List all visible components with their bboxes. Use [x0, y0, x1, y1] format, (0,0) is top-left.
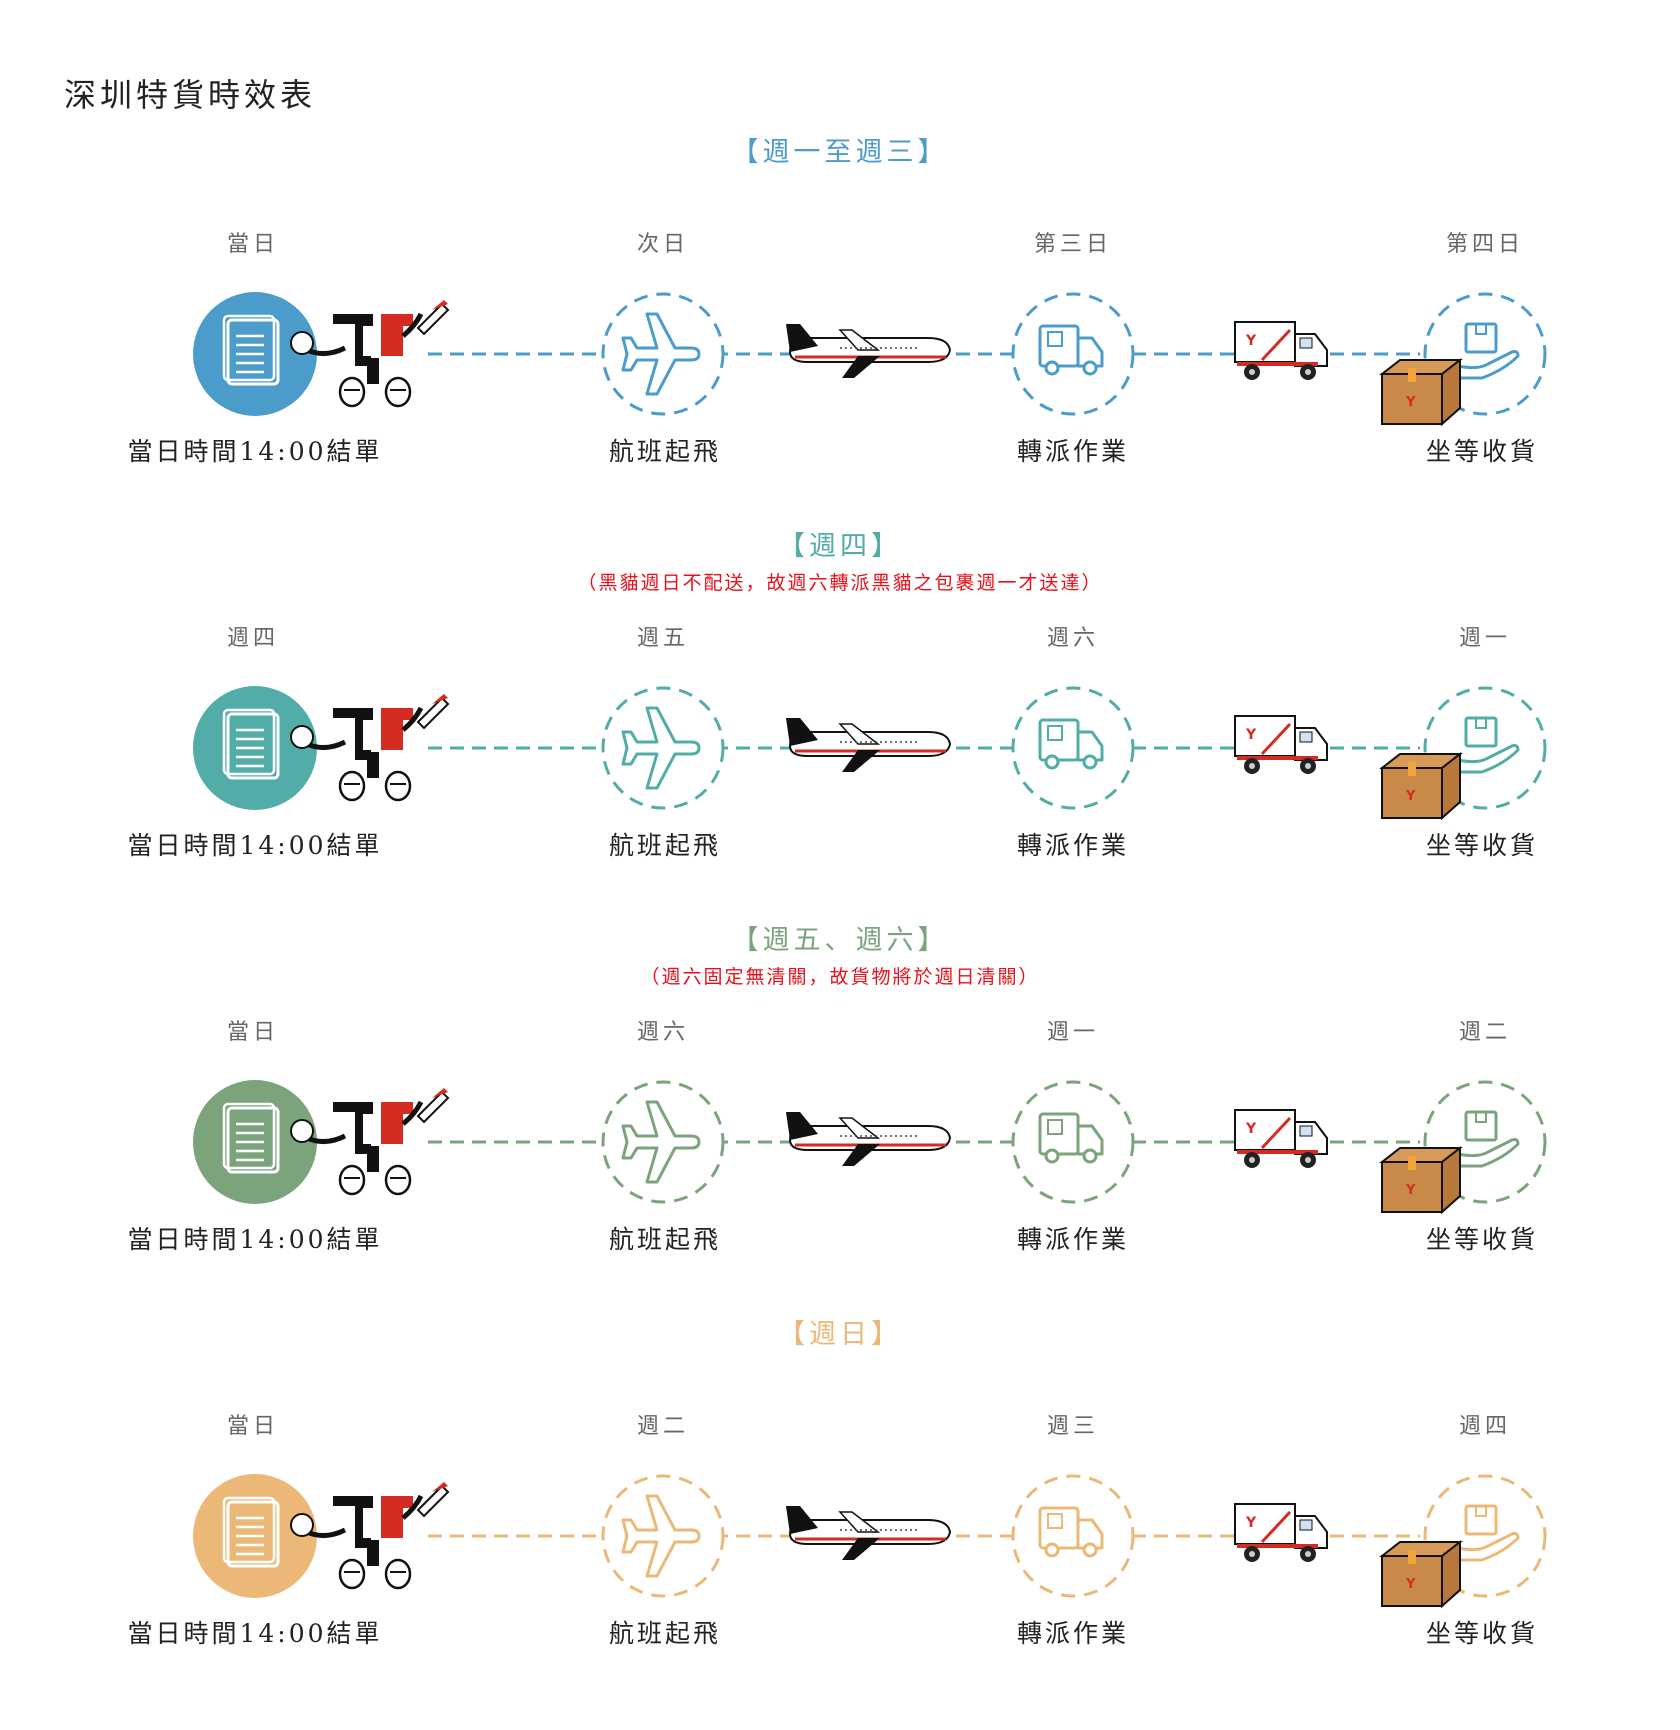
day-label-4: 週四: [1458, 1414, 1511, 1439]
document-icon: [193, 1080, 317, 1204]
svg-text:Y: Y: [1245, 333, 1257, 349]
step-label-receive: 坐等收貨: [1425, 1225, 1538, 1254]
timeline-graphic: Y Y: [193, 686, 1547, 821]
delivery-van-icon: [1011, 686, 1135, 810]
schedule-section: 【週四】 （黑貓週日不配送，故週六轉派黑貓之包裹週一才送達）: [0, 524, 1680, 904]
section-title: 【週一至週三】: [731, 137, 949, 168]
step-label-order-cutoff: 當日時間14:00結單: [127, 831, 383, 860]
cardboard-box-icon: Y: [1379, 751, 1463, 821]
jet-icon: [786, 1112, 952, 1166]
jet-icon: [786, 1506, 952, 1560]
day-label-3: 週三: [1046, 1414, 1099, 1439]
svg-text:Y: Y: [1405, 395, 1416, 410]
airplane-icon: [601, 1474, 725, 1598]
day-label-3: 週六: [1046, 626, 1099, 651]
timeline-graphic: Y Y: [193, 1080, 1547, 1215]
section-title: 【週四】: [778, 531, 902, 562]
step-label-order-cutoff: 當日時間14:00結單: [127, 1225, 383, 1254]
day-label-2: 週二: [636, 1414, 689, 1439]
truck-icon: Y: [1234, 1109, 1328, 1168]
step-label-order-cutoff: 當日時間14:00結單: [127, 437, 383, 466]
day-label-3: 第三日: [1033, 232, 1112, 257]
document-icon: [193, 1474, 317, 1598]
timeline-graphic: Y Y: [193, 1474, 1547, 1609]
step-label-dispatch: 轉派作業: [1016, 437, 1129, 466]
step-label-flight: 航班起飛: [608, 437, 721, 466]
truck-icon: Y: [1234, 715, 1328, 774]
step-label-receive: 坐等收貨: [1425, 831, 1538, 860]
day-label-4: 週二: [1458, 1020, 1511, 1045]
step-label-receive: 坐等收貨: [1425, 437, 1538, 466]
schedule-section: 【週日】: [0, 1312, 1680, 1692]
jet-icon: [786, 324, 952, 378]
mascot-icon: [290, 694, 450, 802]
day-label-3: 週一: [1046, 1020, 1099, 1045]
day-label-2: 週六: [636, 1020, 689, 1045]
svg-text:Y: Y: [1245, 1515, 1257, 1531]
step-label-receive: 坐等收貨: [1425, 1619, 1538, 1648]
svg-text:Y: Y: [1405, 1183, 1416, 1198]
section-note: （週六固定無清關，故貨物將於週日清關）: [640, 966, 1040, 988]
svg-text:Y: Y: [1245, 1121, 1257, 1137]
document-icon: [193, 292, 317, 416]
step-label-flight: 航班起飛: [608, 1225, 721, 1254]
mascot-icon: [290, 1088, 450, 1196]
day-label-4: 第四日: [1445, 232, 1524, 257]
step-label-flight: 航班起飛: [608, 831, 721, 860]
section-note: （黑貓週日不配送，故週六轉派黑貓之包裹週一才送達）: [577, 572, 1103, 594]
step-label-order-cutoff: 當日時間14:00結單: [127, 1619, 383, 1648]
step-label-dispatch: 轉派作業: [1016, 831, 1129, 860]
delivery-van-icon: [1011, 1080, 1135, 1204]
document-icon: [193, 686, 317, 810]
page-title: 深圳特貨時效表: [64, 76, 317, 114]
truck-icon: Y: [1234, 1503, 1328, 1562]
svg-text:Y: Y: [1405, 789, 1416, 804]
jet-icon: [786, 718, 952, 772]
day-label-1: 當日: [226, 1020, 279, 1045]
svg-text:Y: Y: [1245, 727, 1257, 743]
day-label-4: 週一: [1458, 626, 1511, 651]
timeline-graphic: Y Y: [193, 292, 1547, 427]
delivery-van-icon: [1011, 1474, 1135, 1598]
section-title: 【週五、週六】: [731, 925, 949, 956]
day-label-2: 週五: [636, 626, 689, 651]
cardboard-box-icon: Y: [1379, 1539, 1463, 1609]
day-label-1: 當日: [226, 1414, 279, 1439]
day-label-1: 當日: [226, 232, 279, 257]
svg-text:Y: Y: [1405, 1577, 1416, 1592]
step-label-flight: 航班起飛: [608, 1619, 721, 1648]
section-title: 【週日】: [778, 1319, 902, 1350]
truck-icon: Y: [1234, 321, 1328, 380]
step-label-dispatch: 轉派作業: [1016, 1619, 1129, 1648]
day-label-2: 次日: [636, 232, 689, 257]
delivery-van-icon: [1011, 292, 1135, 416]
schedule-section: 【週一至週三】: [0, 130, 1680, 510]
schedule-section: 【週五、週六】 （週六固定無清關，故貨物將於週日清關）: [0, 918, 1680, 1298]
day-label-1: 週四: [226, 626, 279, 651]
cardboard-box-icon: Y: [1379, 357, 1463, 427]
cardboard-box-icon: Y: [1379, 1145, 1463, 1215]
airplane-icon: [601, 292, 725, 416]
airplane-icon: [601, 686, 725, 810]
mascot-icon: [290, 300, 450, 408]
step-label-dispatch: 轉派作業: [1016, 1225, 1129, 1254]
airplane-icon: [601, 1080, 725, 1204]
mascot-icon: [290, 1482, 450, 1590]
